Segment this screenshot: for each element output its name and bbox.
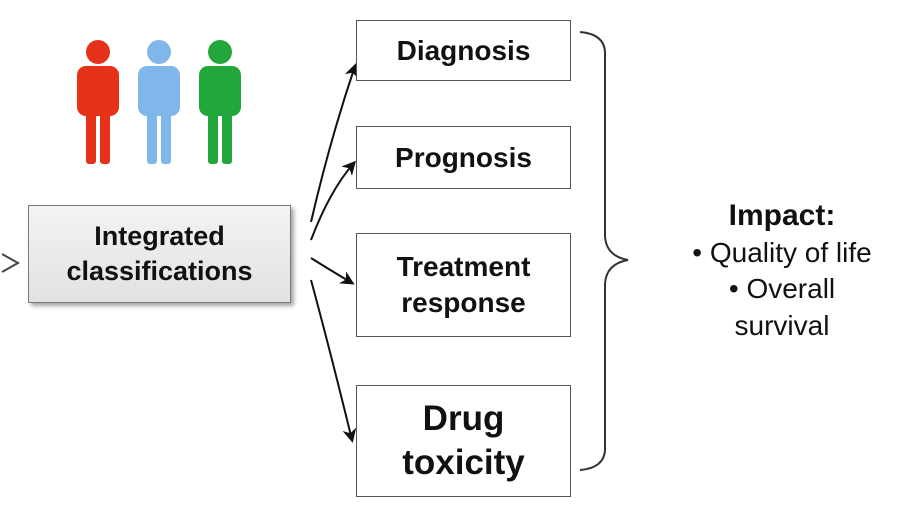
incoming-arrow-icon <box>1 253 21 273</box>
arrow-to-treatment <box>310 257 355 285</box>
person-blue-icon <box>138 40 180 164</box>
drug-label-line1: Drug <box>422 399 505 439</box>
diagnosis-label: Diagnosis <box>396 34 531 66</box>
diagnosis-box: Diagnosis <box>356 20 571 81</box>
treatment-label-line2: response <box>401 287 526 318</box>
impact-bullet-quality: • Quality of life <box>692 237 872 268</box>
treatment-label-line1: Treatment <box>396 251 531 283</box>
impact-title: Impact: <box>728 199 836 232</box>
arrow-to-drug-toxicity <box>310 279 357 443</box>
impact-bullet-survival: survival <box>734 309 830 341</box>
treatment-response-box: Treatment response <box>356 233 571 337</box>
prognosis-label: Prognosis <box>395 141 532 173</box>
impact-panel: Impact: • Quality of life • Overall surv… <box>660 196 904 344</box>
integrated-classifications-box: Integrated classifications <box>28 205 291 303</box>
integrated-label-line2: classifications <box>66 256 253 286</box>
person-green-icon <box>199 40 241 164</box>
brace-icon <box>579 31 629 471</box>
arrow-to-diagnosis <box>310 63 359 223</box>
person-red-icon <box>77 40 119 164</box>
drug-toxicity-box: Drug toxicity <box>356 385 571 497</box>
impact-bullet-overall: • Overall <box>728 273 836 305</box>
arrow-to-prognosis <box>310 160 356 241</box>
prognosis-box: Prognosis <box>356 126 571 189</box>
integrated-label-line1: Integrated <box>94 221 225 252</box>
drug-label-line2: toxicity <box>402 443 525 482</box>
